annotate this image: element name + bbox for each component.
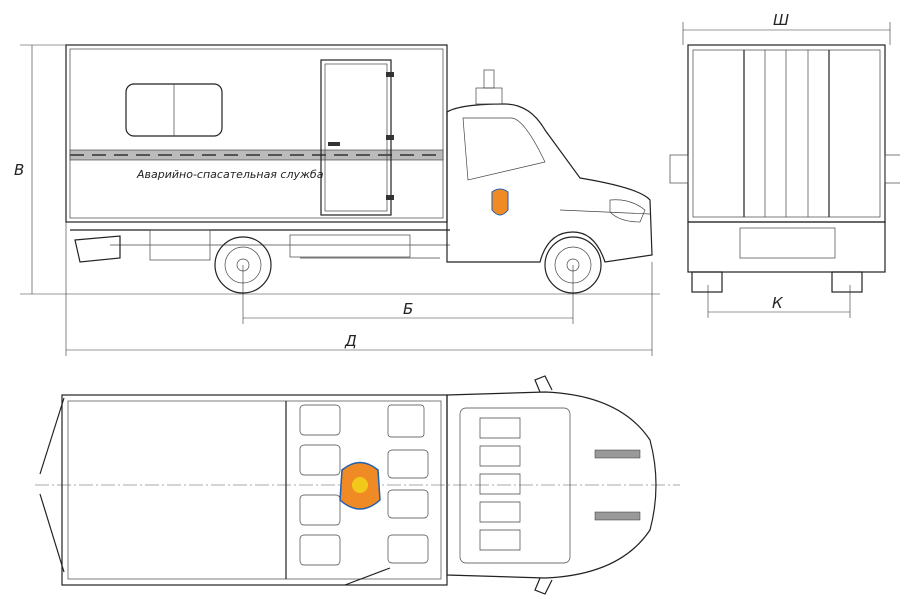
dim-height-label: В — [14, 161, 24, 179]
top-view — [35, 375, 680, 595]
emblem-icon — [491, 188, 509, 216]
dim-length-label: Д — [344, 332, 357, 350]
side-view: Аварийно-спасательная служба — [20, 44, 660, 295]
dim-width-label: Ш — [773, 11, 789, 29]
rear-view: Ш К — [669, 11, 900, 318]
service-label: Аварийно-спасательная служба — [136, 168, 324, 181]
dim-wheelbase-label: Б — [403, 300, 413, 318]
dimension-lines: В Б Д — [14, 44, 653, 356]
dim-track-label: К — [772, 294, 784, 312]
